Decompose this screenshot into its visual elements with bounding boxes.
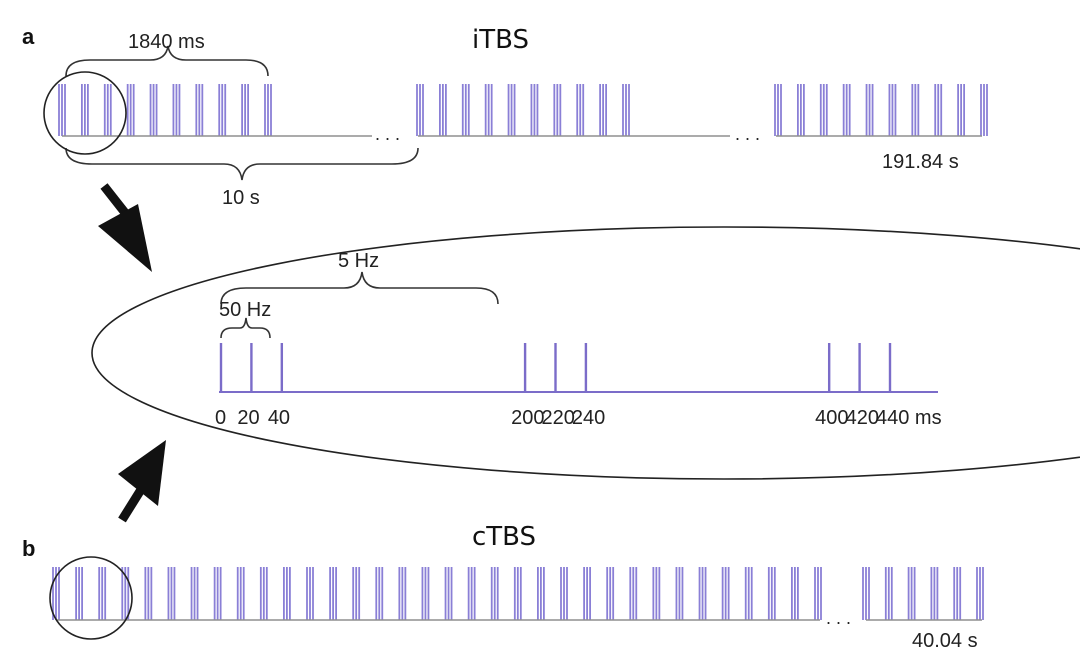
panel-b-title: cTBS [472,522,536,552]
zoom-tick-label-420: 420 [846,407,879,429]
zoom-tick-label-0: 0 [215,407,226,429]
label-5hz: 5 Hz [338,250,379,272]
zoom-pulses [219,343,892,392]
label-10s: 10 s [222,187,260,209]
brace-1840ms [65,45,269,77]
arrow-up-icon [118,440,166,523]
brace-50hz [220,317,271,339]
zoom-tick-label-200: 200 [511,407,544,429]
label-50hz: 50 Hz [219,299,271,321]
zoom-tick-label-40: 40 [268,407,290,429]
zoom-tick-label-400: 400 [815,407,848,429]
panel-a-title: iTBS [472,25,529,55]
itbs-ellipsis-2: . . . [735,124,760,144]
itbs-end-time: 191.84 s [882,151,959,173]
itbs-ellipsis-1: . . . [375,124,400,144]
zoom-ellipse [91,226,1080,480]
brace-10s [65,147,419,181]
ctbs-end-time: 40.04 s [912,630,978,652]
label-1840ms: 1840 ms [128,31,205,53]
ctbs-zoom-circle [49,556,133,640]
zoom-tick-label-20: 20 [237,407,259,429]
ctbs-ellipsis: . . . [826,608,851,628]
zoom-tick-label-240: 240 [572,407,605,429]
zoom-tick-label-440: 440 ms [876,407,942,429]
itbs-pulse-trains [58,84,988,136]
arrow-down-icon [98,183,152,272]
itbs-zoom-circle [43,71,127,155]
ctbs-pulse-trains [52,567,984,620]
zoom-tick-label-220: 220 [542,407,575,429]
panel-b-letter: b [22,536,35,561]
panel-a-letter: a [22,24,35,49]
brace-5hz [220,271,499,305]
